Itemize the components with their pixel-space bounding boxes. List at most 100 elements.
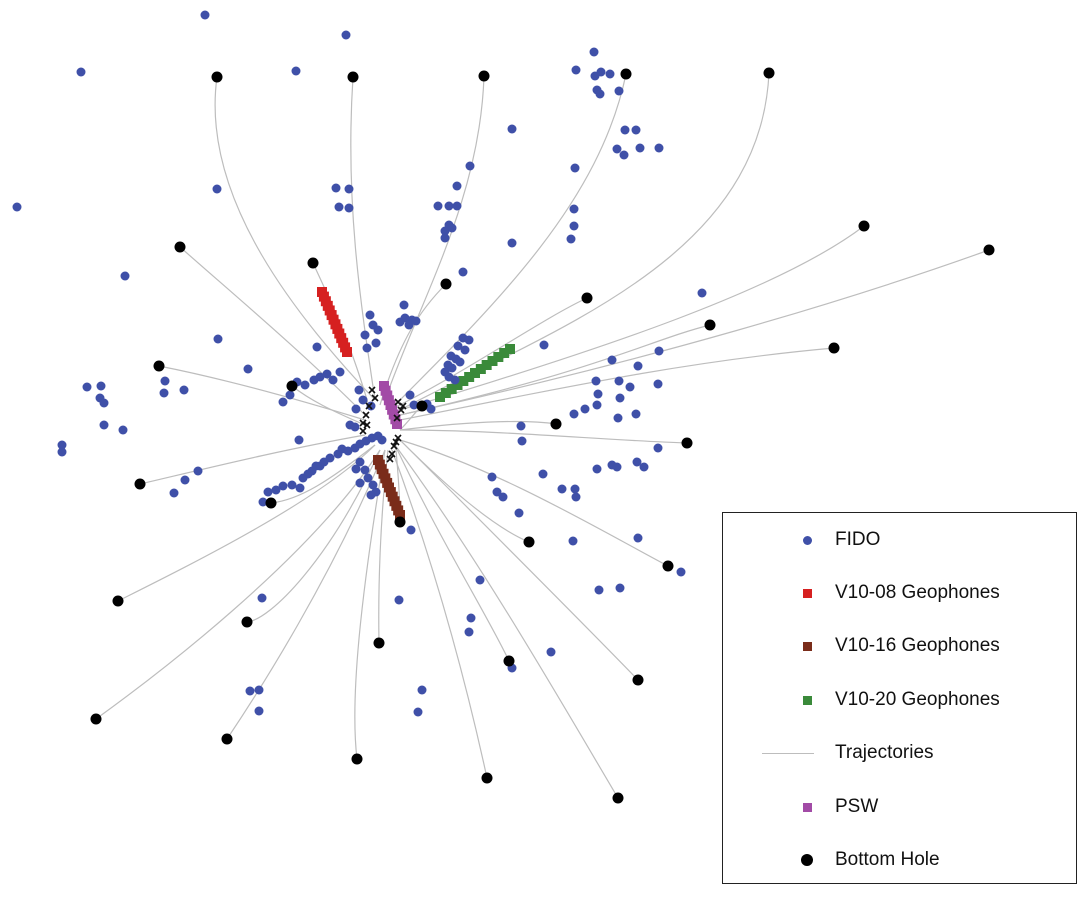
v1016-geophone bbox=[395, 510, 405, 520]
fido-point bbox=[569, 409, 579, 419]
v1020-geophone bbox=[440, 388, 451, 398]
fido-point bbox=[278, 481, 288, 491]
fido-point bbox=[257, 593, 267, 603]
fido-point bbox=[179, 385, 189, 395]
fido-point bbox=[487, 472, 497, 482]
bottom-hole-point bbox=[153, 360, 165, 372]
bottom-hole-point bbox=[662, 560, 674, 572]
trajectory-line bbox=[179, 246, 366, 416]
fido-point bbox=[365, 310, 375, 320]
fido-point bbox=[325, 453, 335, 463]
fido-point bbox=[452, 181, 462, 191]
fido-point bbox=[254, 685, 264, 695]
trajectories-layer bbox=[95, 72, 990, 799]
wellhead-marker bbox=[363, 421, 371, 429]
fido-point bbox=[571, 65, 581, 75]
bottom-hole-point bbox=[394, 516, 406, 528]
fido-point bbox=[593, 389, 603, 399]
v1020-geophone bbox=[499, 348, 510, 358]
v1020-marker-icon bbox=[800, 685, 814, 715]
fido-point bbox=[169, 488, 179, 498]
fido-point bbox=[615, 393, 625, 403]
fido-point bbox=[592, 400, 602, 410]
trajectory-line bbox=[384, 75, 485, 401]
bottom-hole-point bbox=[112, 595, 124, 607]
bottom-hole-point bbox=[550, 418, 562, 430]
geophones-layer bbox=[317, 287, 515, 520]
legend-label-fido: FIDO bbox=[835, 529, 881, 550]
bottom-hole-point bbox=[221, 733, 233, 745]
legend-item-v1020: V10-20 Geophones bbox=[722, 685, 1077, 715]
fido-point bbox=[507, 124, 517, 134]
fido-point bbox=[605, 69, 615, 79]
fido-point bbox=[328, 375, 338, 385]
wellhead-marker bbox=[371, 394, 379, 402]
fido-point bbox=[595, 89, 605, 99]
fido-point bbox=[614, 376, 624, 386]
wellhead-marker bbox=[394, 434, 402, 442]
wellhead-cluster-layer bbox=[359, 386, 407, 463]
fido-point bbox=[460, 345, 470, 355]
bottom-hole-point bbox=[347, 71, 359, 83]
fido-point bbox=[300, 380, 310, 390]
fido-point bbox=[440, 226, 450, 236]
fido-point bbox=[632, 457, 642, 467]
trajectory-line-icon bbox=[762, 738, 814, 768]
bottom-hole-point bbox=[581, 292, 593, 304]
bottom-hole-point bbox=[858, 220, 870, 232]
legend-label-trajectories: Trajectories bbox=[835, 742, 934, 763]
v1008-geophone bbox=[342, 347, 352, 357]
fido-point bbox=[594, 585, 604, 595]
fido-point bbox=[82, 382, 92, 392]
fido-point bbox=[538, 469, 548, 479]
legend-label-bottom-hole: Bottom Hole bbox=[835, 849, 940, 870]
bottom-hole-point bbox=[704, 319, 716, 331]
fido-point bbox=[373, 325, 383, 335]
wellhead-marker bbox=[390, 442, 398, 450]
v1020-geophone bbox=[475, 364, 486, 374]
fido-point bbox=[411, 316, 421, 326]
fido-point bbox=[614, 86, 624, 96]
fido-point bbox=[464, 335, 474, 345]
fido-point bbox=[498, 492, 508, 502]
trajectory-line bbox=[354, 449, 386, 760]
trajectory-line bbox=[246, 449, 381, 623]
fido-point bbox=[447, 363, 457, 373]
trajectory-line bbox=[270, 444, 376, 504]
fido-point bbox=[653, 379, 663, 389]
fido-point bbox=[120, 271, 130, 281]
bottom-hole-point bbox=[612, 792, 624, 804]
fido-point bbox=[271, 485, 281, 495]
fido-points-layer bbox=[12, 10, 707, 717]
fido-point bbox=[697, 288, 707, 298]
wellhead-marker bbox=[365, 402, 373, 410]
fido-point bbox=[619, 150, 629, 160]
fido-point bbox=[571, 492, 581, 502]
bottom-hole-point bbox=[373, 637, 385, 649]
fido-point bbox=[366, 490, 376, 500]
wellhead-marker bbox=[359, 419, 367, 427]
trajectory-line bbox=[399, 347, 835, 421]
trajectory-line bbox=[399, 429, 688, 444]
psw-marker-icon bbox=[800, 792, 814, 822]
bottom-hole-point bbox=[134, 478, 146, 490]
bottom-hole-marker-icon bbox=[800, 845, 814, 875]
fido-point bbox=[99, 420, 109, 430]
trajectory-line bbox=[350, 76, 376, 401]
fido-point bbox=[458, 267, 468, 277]
fido-point bbox=[315, 372, 325, 382]
v1020-geophone bbox=[452, 380, 463, 390]
bottom-hole-point bbox=[503, 655, 515, 667]
fido-point bbox=[294, 435, 304, 445]
legend-item-v1008: V10-08 Geophones bbox=[722, 578, 1077, 608]
fido-point bbox=[570, 163, 580, 173]
fido-point bbox=[99, 398, 109, 408]
fido-point bbox=[405, 390, 415, 400]
fido-point bbox=[517, 436, 527, 446]
fido-point bbox=[409, 400, 419, 410]
trajectory-line bbox=[399, 420, 557, 431]
fido-point bbox=[96, 381, 106, 391]
fido-point bbox=[254, 706, 264, 716]
fido-point bbox=[358, 395, 368, 405]
legend-item-fido: FIDO bbox=[722, 525, 1077, 555]
